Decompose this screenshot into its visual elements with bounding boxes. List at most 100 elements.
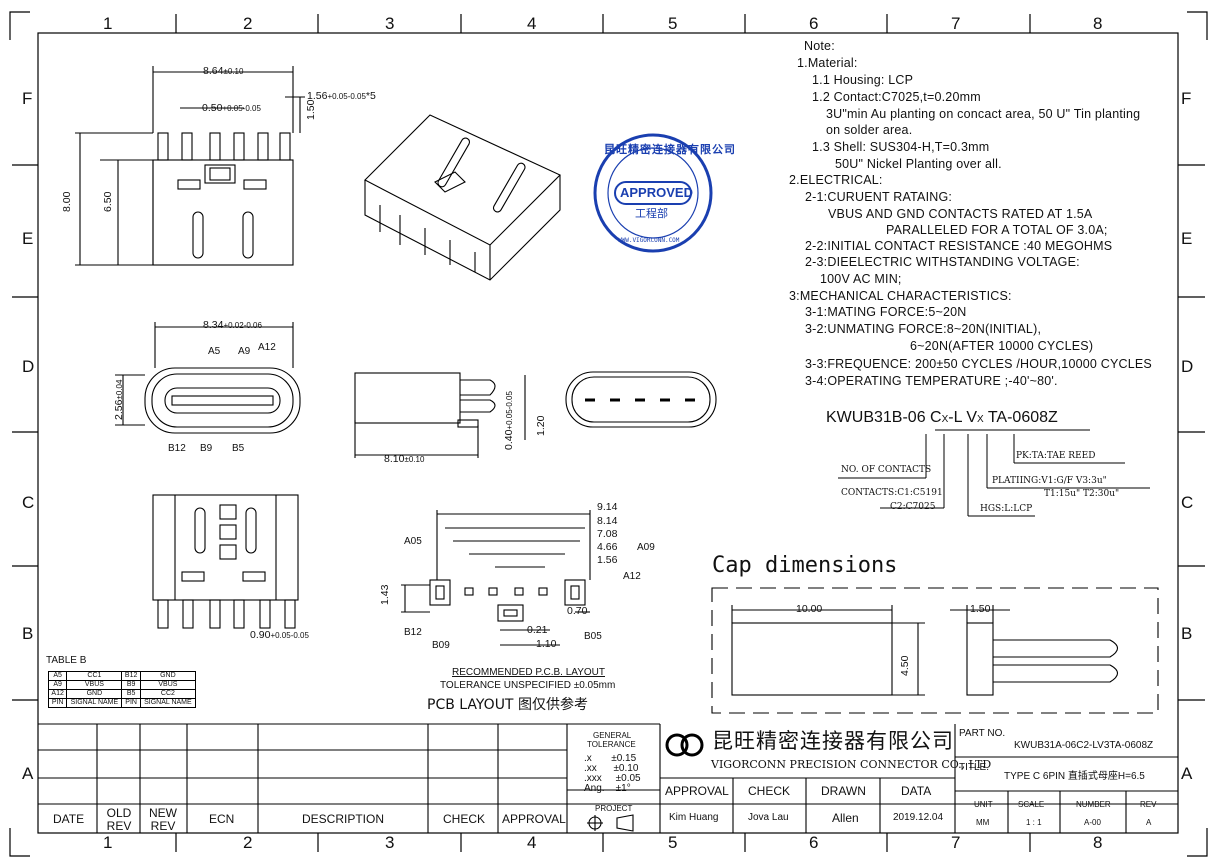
grid-row-c-right: C — [1181, 493, 1194, 512]
dim-tol: -0.05 — [242, 104, 261, 113]
dim-value: 8.10 — [384, 453, 405, 465]
dim-value: 0.90 — [250, 629, 271, 641]
projection-symbol — [587, 814, 634, 832]
dim-pin-pitch: 0.50+0.05-0.05 — [202, 103, 261, 114]
dim-bottom-pin: 0.90+0.05-0.05 — [250, 630, 309, 641]
table-cell: PIN — [121, 698, 141, 708]
label-a12: A12 — [258, 342, 276, 353]
top-view — [75, 66, 305, 266]
table-cell: A12 — [47, 689, 68, 699]
number-value: A-00 — [1084, 818, 1101, 827]
title-value: TYPE C 6PIN 直插式母座H=6.5 — [1004, 771, 1145, 782]
cap-drawing — [711, 587, 1159, 714]
note-line: 2-3:DIEELECTRIC WITHSTANDING VOLTAGE: — [805, 255, 1080, 269]
table-cell: SIGNAL NAME — [139, 698, 197, 708]
tol-line: .x ±0.15 — [584, 753, 637, 764]
pcb-label-a12: A12 — [623, 571, 641, 582]
dim-value: 1.56 — [307, 90, 328, 102]
callout-contacts-2: C2:C7025 — [890, 502, 936, 512]
rev-value: A — [1146, 818, 1152, 827]
pcb-label-b09: B09 — [432, 640, 450, 651]
table-cell: VBUS — [66, 680, 123, 690]
note-line: 2-1:CURUENT RATAING: — [805, 190, 953, 204]
rev-label: REV — [1140, 800, 1157, 809]
data-header: DATA — [901, 784, 932, 798]
grid-row-e: E — [22, 229, 34, 248]
pcb-dim-3: 7.08 — [597, 528, 618, 540]
callout-plating-2: T1:15u" T2:30u" — [1044, 489, 1120, 499]
table-cell: CC1 — [66, 671, 123, 681]
label-a9: A9 — [238, 346, 251, 357]
callout-pk: PK:TA:TAE REED — [1016, 451, 1096, 461]
pcb-dim-4: 4.66 — [597, 541, 618, 553]
grid-col-6: 6 — [809, 14, 819, 33]
number-label: NUMBER — [1076, 800, 1111, 809]
sheet-frame — [9, 11, 1208, 857]
notes-title: Note: — [804, 39, 835, 53]
grid-row-f: F — [22, 89, 33, 108]
rev-header-new-rev: NEW REV — [149, 806, 177, 833]
stamp-dept: 工程部 — [635, 207, 668, 220]
note-line: 3-1:MATING FORCE:5~20N — [805, 305, 967, 319]
unit-label: UNIT — [974, 800, 993, 809]
note-line: PARALLELED FOR A TOTAL OF 3.0A; — [886, 223, 1108, 237]
dim-tol: ±0.10 — [223, 67, 244, 76]
tolerance-label: TOLERANCE — [587, 740, 636, 749]
dim-tol: ±0.04 — [115, 379, 124, 400]
grid-col-2: 2 — [243, 14, 253, 33]
note-line: 3-2:UNMATING FORCE:8~20N(INITIAL), — [805, 322, 1042, 336]
dim-tol: -0.05 — [347, 92, 366, 101]
pcb-label-a05: A05 — [404, 536, 422, 547]
rev-header-approval: APPROVAL — [502, 812, 566, 826]
dim-side-thickness: 0.40+0.05-0.05 — [503, 391, 515, 450]
pcb-dim-021: 0.21 — [527, 624, 548, 636]
part-code-prefix: KWUB31B-06 C — [826, 409, 942, 426]
note-line: 2.ELECTRICAL: — [789, 173, 883, 187]
callout-plating-1: PLATIING:V1:G/F V3:3u" — [992, 476, 1107, 486]
note-line: 1.2 Contact:C7025,t=0.20mm — [812, 90, 981, 104]
grid-col-8-bottom: 8 — [1093, 833, 1103, 852]
title-label: TITLE. — [959, 762, 990, 773]
dim-tol: +0.05 — [327, 92, 348, 101]
cap-height: 4.50 — [899, 655, 911, 676]
part-no-value: KWUB31A-06C2-LV3TA-0608Z — [1014, 740, 1154, 751]
cap-depth: 1.50 — [970, 603, 991, 615]
dim-tol: ±0.10 — [404, 455, 425, 464]
general-label: GENERAL — [593, 731, 632, 740]
table-b-title: TABLE B — [46, 655, 87, 666]
dim-tol: +0.05 — [222, 104, 243, 113]
pcb-tolerance: TOLERANCE UNSPECIFIED ±0.05mm — [440, 680, 616, 691]
grid-row-d-right: D — [1181, 357, 1194, 376]
pcb-dim-height: 1.43 — [379, 584, 391, 605]
dim-pin-width: 1.56+0.05-0.05*5 — [307, 91, 376, 102]
dim-height-body: 6.50 — [102, 191, 114, 212]
note-line: VBUS AND GND CONTACTS RATED AT 1.5A — [828, 207, 1093, 221]
part-code-sub2: X — [977, 414, 984, 425]
project-label: PROJECT — [595, 804, 633, 813]
drawn-name: Allen — [832, 811, 859, 825]
note-line: 3-4:OPERATING TEMPERATURE ;-40'~80'. — [805, 374, 1058, 388]
stamp-top-text: 昆旺精密连接器有限公司 — [604, 143, 736, 156]
callout-contacts-label: NO. OF CONTACTS — [841, 465, 932, 475]
table-cell: CC2 — [139, 689, 197, 699]
rev-header-description: DESCRIPTION — [302, 812, 385, 826]
dim-tol: -0.05 — [290, 631, 309, 640]
rev-header-old-rev: OLD REV — [106, 806, 132, 833]
note-line: on solder area. — [826, 123, 913, 137]
tol-line: .xxx ±0.05 — [584, 773, 641, 784]
dim-tol: +0.05 — [505, 409, 514, 430]
dim-height-total: 8.00 — [61, 191, 73, 212]
company-name-cn: 昆旺精密连接器有限公司 — [712, 729, 954, 753]
cap-width: 10.00 — [796, 603, 823, 615]
grid-col-3-bottom: 3 — [385, 833, 395, 852]
date-value: 2019.12.04 — [893, 812, 944, 823]
front-view — [115, 322, 301, 434]
scale-label: SCALE — [1018, 800, 1045, 809]
rev-header-date: DATE — [53, 812, 85, 826]
table-cell: SIGNAL NAME — [66, 698, 123, 708]
grid-col-4: 4 — [527, 14, 537, 33]
dim-value: 2.56 — [113, 399, 125, 420]
